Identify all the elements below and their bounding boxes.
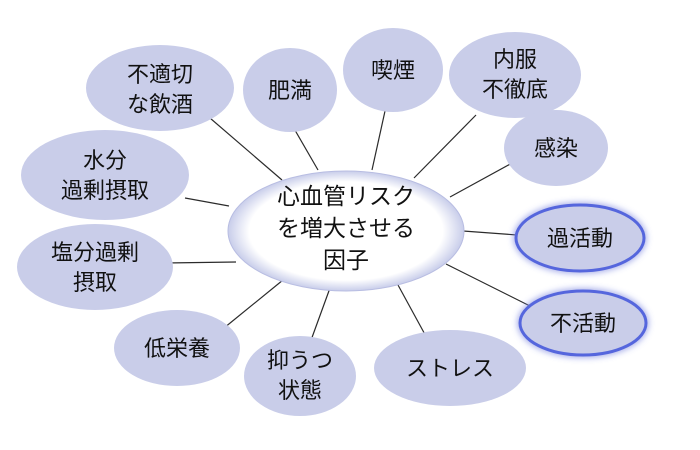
node-smoking: 喫煙 — [343, 28, 443, 112]
node-malnutrition: 低栄養 — [114, 310, 240, 386]
spoke-infection — [449, 161, 515, 198]
node-medication-nonadherence-label-1: 内服 — [493, 48, 537, 73]
center-label-line-2: を増大させる — [277, 216, 415, 242]
spoke-medication-nonadherence — [413, 114, 477, 179]
spoke-obesity — [291, 124, 319, 171]
node-inappropriate-drinking: 不適切 な飲酒 — [86, 45, 234, 131]
node-infection-label: 感染 — [534, 137, 578, 162]
node-excess-salt: 塩分過剰 摂取 — [17, 224, 173, 310]
node-inactivity-label: 不活動 — [550, 312, 616, 337]
node-excess-salt-label-1: 塩分過剰 — [51, 241, 139, 266]
node-inappropriate-drinking-label-2: な飲酒 — [127, 93, 193, 118]
node-overactivity: 過活動 — [514, 203, 646, 273]
center-node: 心血管リスク を増大させる 因子 — [227, 170, 465, 292]
spoke-malnutrition — [223, 279, 284, 329]
spoke-smoking — [371, 101, 388, 171]
spokes — [164, 101, 533, 344]
spoke-depression — [309, 287, 331, 344]
spoke-excess-water — [184, 197, 230, 207]
node-obesity-label: 肥満 — [268, 79, 312, 104]
center-label-line-3: 因子 — [323, 248, 369, 274]
node-excess-water: 水分 過剰摂取 — [21, 130, 189, 220]
node-obesity: 肥満 — [243, 48, 337, 132]
node-depression: 抑うつ 状態 — [244, 336, 356, 416]
spoke-inactivity — [445, 263, 533, 308]
spoke-excess-salt — [164, 261, 237, 264]
spoke-stress — [397, 284, 429, 341]
node-excess-water-label-2: 過剰摂取 — [61, 179, 149, 204]
node-overactivity-label: 過活動 — [547, 227, 613, 252]
node-excess-salt-label-2: 摂取 — [73, 271, 117, 296]
node-medication-nonadherence-label-2: 不徹底 — [482, 78, 548, 103]
node-infection: 感染 — [504, 110, 608, 186]
node-depression-label-2: 状態 — [278, 379, 322, 404]
center-label-line-1: 心血管リスク — [277, 184, 415, 210]
node-smoking-label: 喫煙 — [371, 59, 415, 84]
node-stress: ストレス — [374, 330, 526, 406]
spoke-overactivity — [462, 230, 518, 236]
node-medication-nonadherence: 内服 不徹底 — [449, 32, 581, 118]
node-inactivity: 不活動 — [518, 289, 648, 357]
node-excess-water-label-1: 水分 — [83, 149, 127, 174]
node-stress-label: ストレス — [406, 357, 494, 382]
node-malnutrition-label: 低栄養 — [144, 337, 210, 362]
node-inappropriate-drinking-label-1: 不適切 — [127, 63, 193, 88]
node-depression-label-1: 抑うつ — [267, 349, 333, 374]
spoke-inappropriate-drinking — [202, 111, 283, 181]
